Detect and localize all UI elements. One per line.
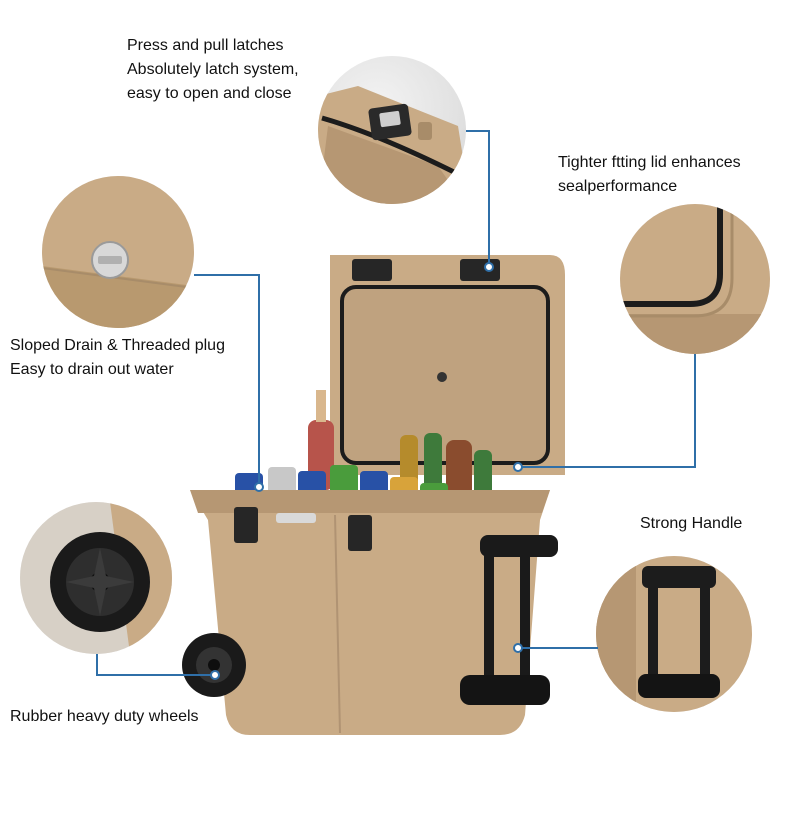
- drain-plug-icon: [42, 176, 194, 328]
- handle-detail-circle: [596, 556, 752, 712]
- connector-dot-handle: [513, 643, 523, 653]
- bottle: [446, 440, 472, 498]
- connector-dot-latches: [484, 262, 494, 272]
- latch-detail-circle: [318, 56, 466, 204]
- wheel: [182, 633, 246, 697]
- connector-dot-drain: [254, 482, 264, 492]
- connector-wheels: [96, 654, 98, 676]
- body-latch: [234, 507, 258, 543]
- callout-seal-line1: Tighter ftting lid enhances: [558, 154, 741, 171]
- lid-latch-right: [460, 259, 500, 281]
- handle-icon: [596, 556, 752, 712]
- connector-latches: [488, 130, 490, 266]
- bottle: [474, 450, 492, 502]
- connector-latches: [466, 130, 488, 132]
- seal-detail-circle: [620, 204, 770, 354]
- callout-handle-line1: Strong Handle: [640, 515, 743, 532]
- callout-latches-line3: easy to open and close: [127, 85, 292, 102]
- latch-icon: [318, 86, 466, 204]
- connector-drain: [194, 274, 260, 276]
- seal-icon: [620, 204, 770, 354]
- drain-detail-circle: [42, 176, 194, 328]
- callout-handle: Strong Handle: [640, 512, 742, 536]
- connector-dot-seal: [513, 462, 523, 472]
- callout-drain: Sloped Drain & Threaded plug Easy to dra…: [10, 334, 225, 382]
- callout-wheels: Rubber heavy duty wheels: [10, 705, 199, 729]
- connector-seal: [694, 354, 696, 466]
- callout-wheels-line1: Rubber heavy duty wheels: [10, 708, 199, 725]
- connector-wheels: [96, 674, 214, 676]
- bottle: [424, 433, 442, 495]
- connector-handle: [522, 647, 598, 649]
- callout-drain-line1: Sloped Drain & Threaded plug: [10, 337, 225, 354]
- callout-latches-line1: Press and pull latches: [127, 37, 284, 54]
- callout-seal-line2: sealperformance: [558, 178, 678, 195]
- callout-latches: Press and pull latches Absolutely latch …: [127, 34, 299, 106]
- lid-latch-left: [352, 259, 392, 281]
- wheel-detail-circle: [20, 502, 172, 654]
- connector-dot-wheels: [210, 670, 220, 680]
- body-latch: [348, 515, 372, 551]
- callout-seal: Tighter ftting lid enhances sealperforma…: [558, 151, 741, 199]
- connector-drain: [258, 274, 260, 484]
- callout-drain-line2: Easy to drain out water: [10, 361, 174, 378]
- cooler-body: [190, 490, 550, 735]
- callout-latches-line2: Absolutely latch system,: [127, 61, 299, 78]
- connector-seal: [520, 466, 696, 468]
- cooler-illustration: [182, 255, 565, 735]
- wheel-icon: [20, 502, 172, 654]
- tow-handle: [460, 535, 558, 705]
